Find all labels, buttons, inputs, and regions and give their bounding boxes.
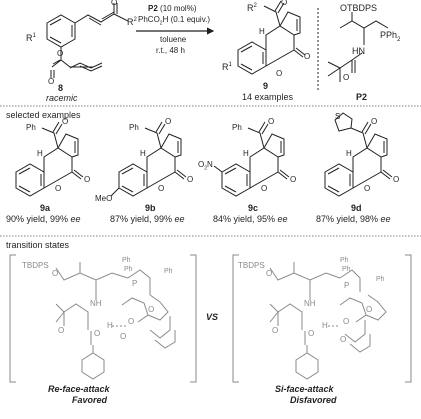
- ts-right-brackets: [232, 254, 412, 383]
- example-9d-thiophene-s: S: [335, 112, 341, 121]
- example-9c-id: 9c: [248, 203, 259, 213]
- ts-left-o-c: O: [148, 305, 155, 314]
- example-9a-acyl: Ph: [26, 123, 36, 132]
- conditions-solvent: toluene: [160, 35, 187, 44]
- ts-right-nh: NH: [304, 299, 316, 308]
- ts-right-structure: [269, 262, 387, 380]
- example-9b-result: 87% yield, 99% ee: [110, 214, 185, 224]
- product-lactone-o: O: [304, 52, 311, 61]
- product-number: 9: [263, 81, 269, 91]
- ts-left-o-b2: O: [120, 332, 127, 341]
- product-9-structure: [237, 0, 306, 75]
- example-structure-9b: [110, 121, 187, 197]
- substrate-ester-o: O: [57, 49, 64, 58]
- product-h-label: H: [259, 27, 265, 36]
- product-examples-count: 14 examples: [242, 92, 294, 102]
- example-9b-acyl: Ph: [129, 123, 139, 132]
- ts-right-ph1: Ph: [340, 257, 349, 264]
- conditions-catalyst: P2 (10 mol%): [148, 4, 197, 13]
- substrate-r1-label: R1: [26, 33, 36, 43]
- catalyst-o: O: [343, 73, 350, 82]
- ts-right-o-ether: O: [266, 269, 273, 278]
- ts-right-o-c: O: [366, 305, 373, 314]
- ts-left-ph3: Ph: [164, 268, 173, 275]
- product-r1-label: R1: [222, 62, 232, 72]
- ts-right-o-amide: O: [272, 326, 279, 335]
- ts-left-status: Favored: [72, 395, 108, 405]
- example-9b-h: H: [140, 149, 146, 158]
- example-9a-h: H: [37, 149, 43, 158]
- catalyst-p2-structure: [327, 12, 389, 82]
- transition-states-header: transition states: [6, 240, 70, 250]
- example-9c-nitro-group: O2N: [198, 160, 213, 172]
- ts-left-h: H: [107, 321, 113, 330]
- ts-right-h: H: [322, 321, 328, 330]
- example-9c-acyl: Ph: [232, 123, 242, 132]
- example-structure-9c: [213, 121, 290, 197]
- ts-right-ph2: Ph: [342, 266, 351, 273]
- product-r2-label: R2: [247, 3, 257, 13]
- example-9b-o-carbonyl: O: [165, 117, 172, 126]
- ts-left-p: P: [132, 279, 138, 288]
- ts-right-ph3: Ph: [376, 276, 385, 283]
- catalyst-otbdps: OTBDPS: [340, 3, 378, 13]
- example-9a-o-carbonyl: O: [62, 117, 69, 126]
- example-9d-o-ring: O: [364, 184, 371, 193]
- example-structure-9d: [324, 112, 393, 197]
- substrate-r2-label: R2: [127, 17, 137, 27]
- ts-right-tbdps: TBDPS: [238, 261, 265, 270]
- catalyst-hn: HN: [352, 46, 365, 56]
- ts-left-structure: [55, 262, 176, 380]
- ts-right-o-b1: O: [343, 317, 350, 326]
- example-9b-o-ring: O: [158, 184, 165, 193]
- substrate-ester-carbonyl-o: O: [48, 77, 55, 86]
- conditions-time: r.t., 48 h: [156, 46, 185, 55]
- example-9c-h: H: [243, 149, 249, 158]
- ts-right-status: Disfavored: [290, 395, 337, 405]
- ts-left-nh: NH: [90, 299, 102, 308]
- ts-left-o-ac: O: [94, 329, 101, 338]
- example-9a-o-lactone: O: [84, 175, 91, 184]
- ts-right-o-ac: O: [308, 329, 315, 338]
- example-9c-o-carbonyl: O: [268, 117, 275, 126]
- example-9d-o-lactone: O: [393, 175, 400, 184]
- catalyst-label: P2: [356, 92, 368, 102]
- catalyst-pph2: PPh2: [380, 30, 401, 43]
- example-9c-o-lactone: O: [290, 175, 297, 184]
- ts-left-o-b1: O: [128, 317, 135, 326]
- ts-vs-label: VS: [206, 312, 219, 322]
- example-9a-o-ring: O: [55, 184, 62, 193]
- example-9b-o-lactone: O: [187, 175, 194, 184]
- product-carbonyl-o: O: [281, 0, 288, 7]
- ts-left-ph2: Ph: [124, 266, 133, 273]
- example-9a-id: 9a: [40, 203, 51, 213]
- ts-left-ph1: Ph: [122, 257, 131, 264]
- ts-left-o-ether: O: [52, 269, 59, 278]
- example-9d-o-carbonyl: O: [371, 117, 378, 126]
- example-9b-substituent: MeO: [95, 194, 113, 203]
- example-9d-result: 87% yield, 98% ee: [316, 214, 391, 224]
- substrate-carbonyl-o: O: [111, 0, 118, 7]
- ts-left-o-amide: O: [58, 326, 65, 335]
- substrate-number: 8: [58, 83, 64, 93]
- substrate-racemic-note: racemic: [46, 93, 78, 103]
- example-9d-h: H: [346, 149, 352, 158]
- selected-examples-header: selected examples: [6, 110, 81, 120]
- example-9a-result: 90% yield, 99% ee: [6, 214, 81, 224]
- example-9b-id: 9b: [145, 203, 156, 213]
- ts-left-brackets: [9, 254, 197, 383]
- example-9c-o-ring: O: [261, 184, 268, 193]
- example-9c-result: 84% yield, 95% ee: [213, 214, 288, 224]
- ts-left-tbdps: TBDPS: [22, 261, 49, 270]
- ts-left-face-label: Re-face-attack: [48, 384, 110, 394]
- ts-right-o-b2: O: [340, 335, 347, 344]
- ts-right-p: P: [344, 281, 350, 290]
- example-9d-id: 9d: [351, 203, 362, 213]
- ts-right-face-label: Si-face-attack: [275, 384, 334, 394]
- example-structure-9a: [15, 121, 84, 197]
- product-ring-o: O: [276, 69, 283, 78]
- conditions-additive: PhCO2H (0.1 equiv.): [138, 15, 211, 27]
